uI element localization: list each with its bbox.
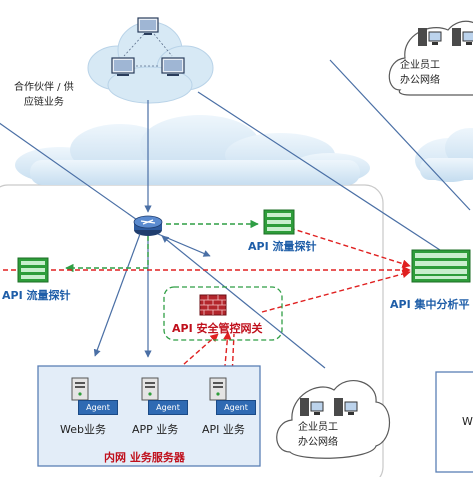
intranet-label: 内网 业务服务器 [104, 451, 185, 464]
web-service-label: Web业务 [60, 423, 106, 436]
agent-badge-web: Agent [78, 400, 118, 415]
employee-top-label-line1: 企业员工 [400, 60, 440, 71]
analysis-label: API 集中分析平 [390, 298, 470, 311]
middle-cloud [15, 115, 370, 185]
firewall-icon [199, 294, 227, 316]
pc-server-icon [209, 377, 227, 401]
employee-top-label: 企业员工 办公网络 [400, 58, 440, 88]
desktop-icon [334, 398, 358, 416]
gateway-frame [163, 286, 283, 341]
partner-label-line2: 应链业务 [23, 97, 64, 108]
right-cloud-link [197, 91, 441, 251]
probe-server-icon [17, 257, 49, 283]
partner-label: 合作伙伴 / 供 应链业务 [14, 80, 74, 110]
right-box [435, 371, 473, 473]
right-box-label: W [462, 415, 473, 428]
right-cloud [415, 128, 473, 182]
employee-top-label-line2: 办公网络 [400, 75, 440, 86]
api-service-label: API 业务 [202, 423, 245, 436]
top-right-link [329, 59, 471, 211]
computer-icon [137, 17, 159, 35]
probe-center-label: API 流量探针 [248, 240, 317, 253]
agent-badge-app: Agent [148, 400, 188, 415]
analysis-server-icon [411, 249, 471, 283]
computer-icon [161, 57, 185, 76]
computer-icon [111, 57, 135, 76]
pc-server-icon [141, 377, 159, 401]
router-icon [133, 215, 163, 236]
desktop-icon [300, 398, 324, 416]
gateway-label: API 安全管控网关 [172, 322, 263, 335]
left-cloud-link [0, 122, 141, 223]
partner-label-line1: 合作伙伴 / 供 [14, 82, 74, 93]
employee-bottom-label-line1: 企业员工 [298, 422, 338, 433]
pc-server-icon [71, 377, 89, 401]
probe-left-label: API 流量探针 [2, 289, 71, 302]
employee-bottom-label-line2: 办公网络 [298, 437, 338, 448]
desktop-icon [418, 28, 442, 46]
desktop-icon [452, 28, 473, 46]
probe-server-icon [263, 209, 295, 235]
agent-badge-api: Agent [216, 400, 256, 415]
employee-bottom-label: 企业员工 办公网络 [298, 420, 338, 450]
app-service-label: APP 业务 [132, 423, 179, 436]
